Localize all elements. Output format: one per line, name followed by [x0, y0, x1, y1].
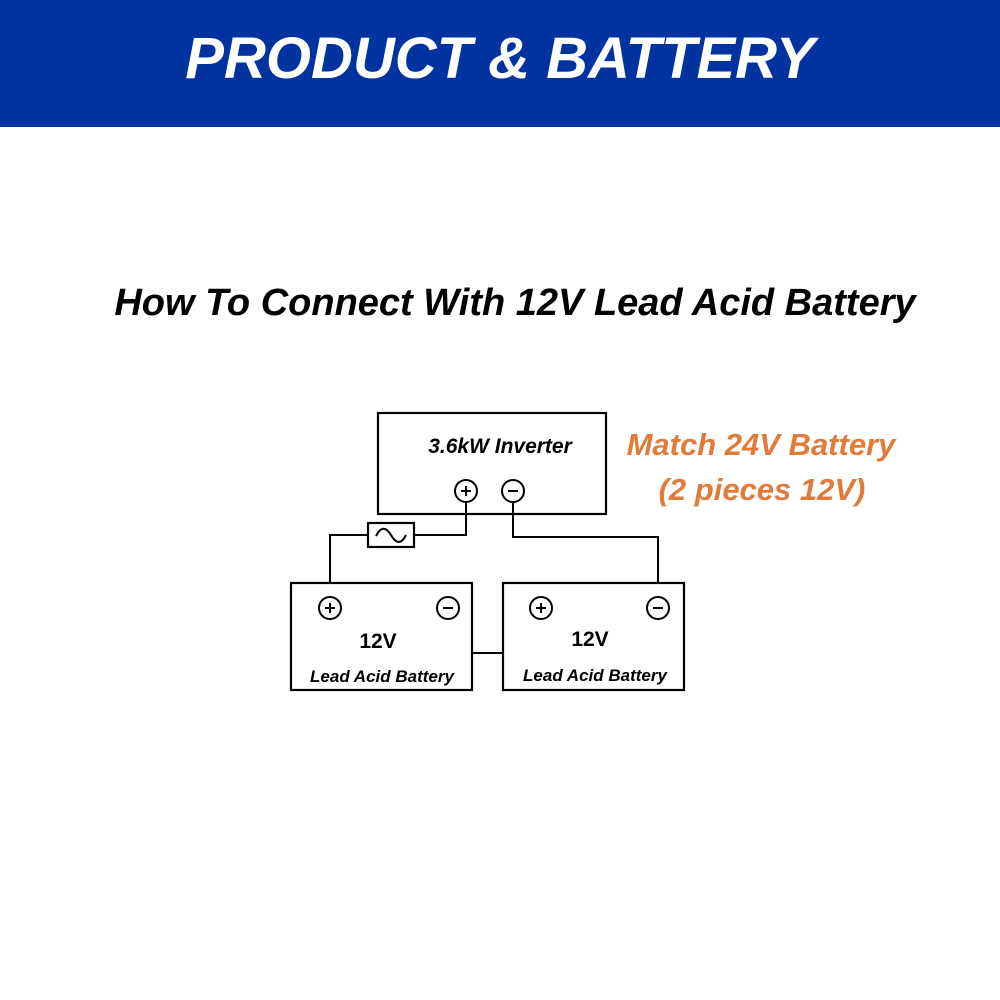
- positive-wire-to-battery: [329, 534, 368, 597]
- battery-2-negative-terminal-icon: [646, 596, 670, 620]
- battery-1-negative-terminal-icon: [436, 596, 460, 620]
- battery-1-label: Lead Acid Battery: [310, 667, 455, 686]
- inverter-label: 3.6kW Inverter: [428, 435, 573, 458]
- battery-2-voltage: 12V: [571, 628, 608, 651]
- positive-wire: [414, 502, 467, 536]
- header-title: PRODUCT & BATTERY: [185, 26, 815, 91]
- inverter-positive-terminal-icon: [454, 479, 478, 503]
- page-subtitle: How To Connect With 12V Lead Acid Batter…: [114, 282, 916, 324]
- battery-1-positive-terminal-icon: [318, 596, 342, 620]
- battery-2-label: Lead Acid Battery: [523, 666, 668, 685]
- battery-2-positive-terminal-icon: [529, 596, 553, 620]
- inverter-box: [376, 411, 608, 516]
- inverter-negative-terminal-icon: [501, 479, 525, 503]
- battery-1-voltage: 12V: [359, 630, 396, 653]
- negative-wire: [512, 502, 659, 597]
- battery-note-line-2: (2 pieces 12V): [659, 472, 866, 507]
- fuse-icon: [366, 521, 416, 549]
- header-banner: PRODUCT & BATTERY: [0, 0, 1000, 127]
- battery-note-line-1: Match 24V Battery: [627, 427, 898, 462]
